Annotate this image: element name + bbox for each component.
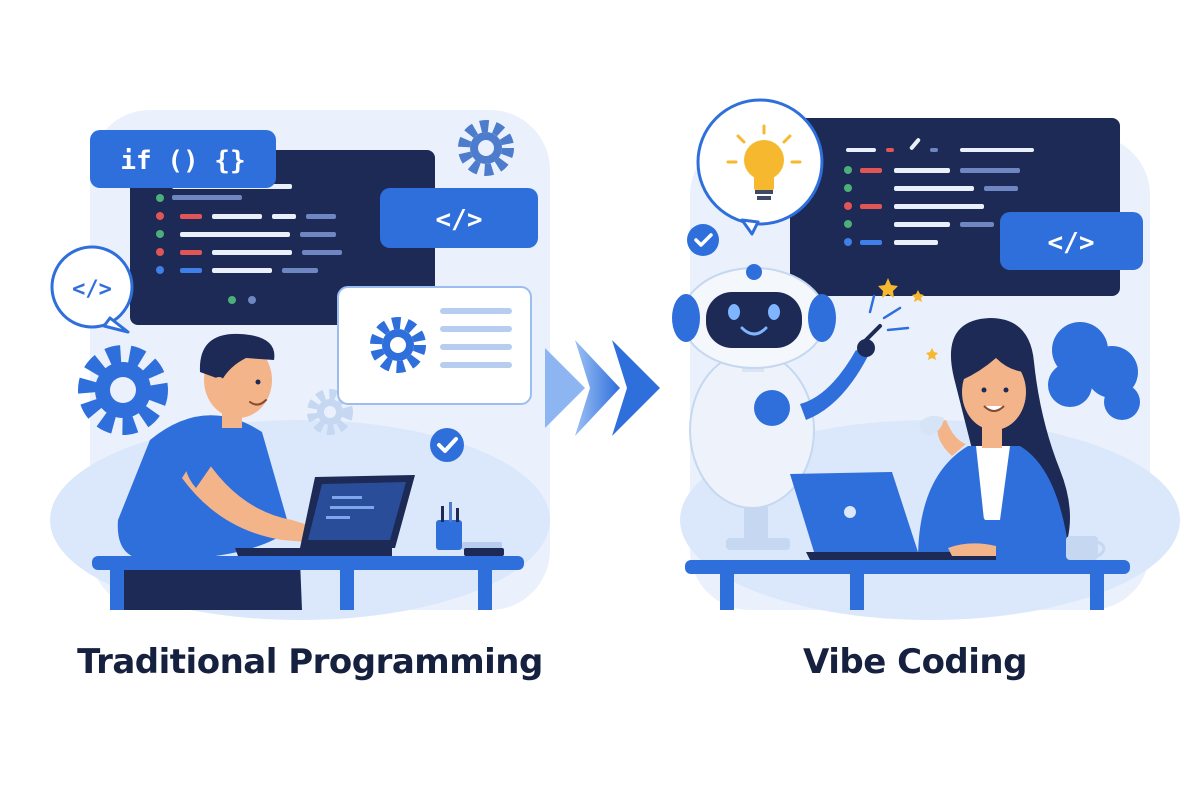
checkmark-icon [430,428,464,462]
gear-icon [370,317,426,373]
robot-assistant [672,264,882,550]
desk-right [685,560,1130,610]
left-panel [50,110,550,620]
caption-traditional-programming: Traditional Programming [77,642,543,682]
sparkle-icon [878,278,938,360]
code-tag-right [1000,212,1143,270]
pencil-cup [436,502,504,556]
caption-vibe-coding: Vibe Coding [803,642,1027,682]
right-panel [672,98,1180,620]
idea-bubble [696,98,824,236]
gear-icon [78,345,168,435]
gear-icon [307,389,353,435]
code-tag-left [380,188,538,248]
plant-decoration [1048,322,1140,420]
settings-card [337,286,532,405]
sparkle-lines [868,294,910,332]
double-chevron-arrow-icon [545,340,660,436]
speech-bubble-left [50,245,134,334]
snippet-tag-label: if () {} [120,146,245,176]
coffee-cup [1066,536,1106,560]
gear-icon [458,120,514,176]
bubble-label-left: </> [72,277,112,302]
checkmark-icon [687,224,719,256]
programmer-man [117,333,319,610]
code-tag-label-right: </> [1048,228,1095,258]
lightbulb-icon [726,124,802,200]
desk-left [92,556,524,610]
developer-woman [918,318,1070,560]
laptop-icon [790,472,996,560]
laptop-icon [235,475,415,556]
code-tag-label-left: </> [436,205,483,235]
snippet-tag [90,130,276,188]
